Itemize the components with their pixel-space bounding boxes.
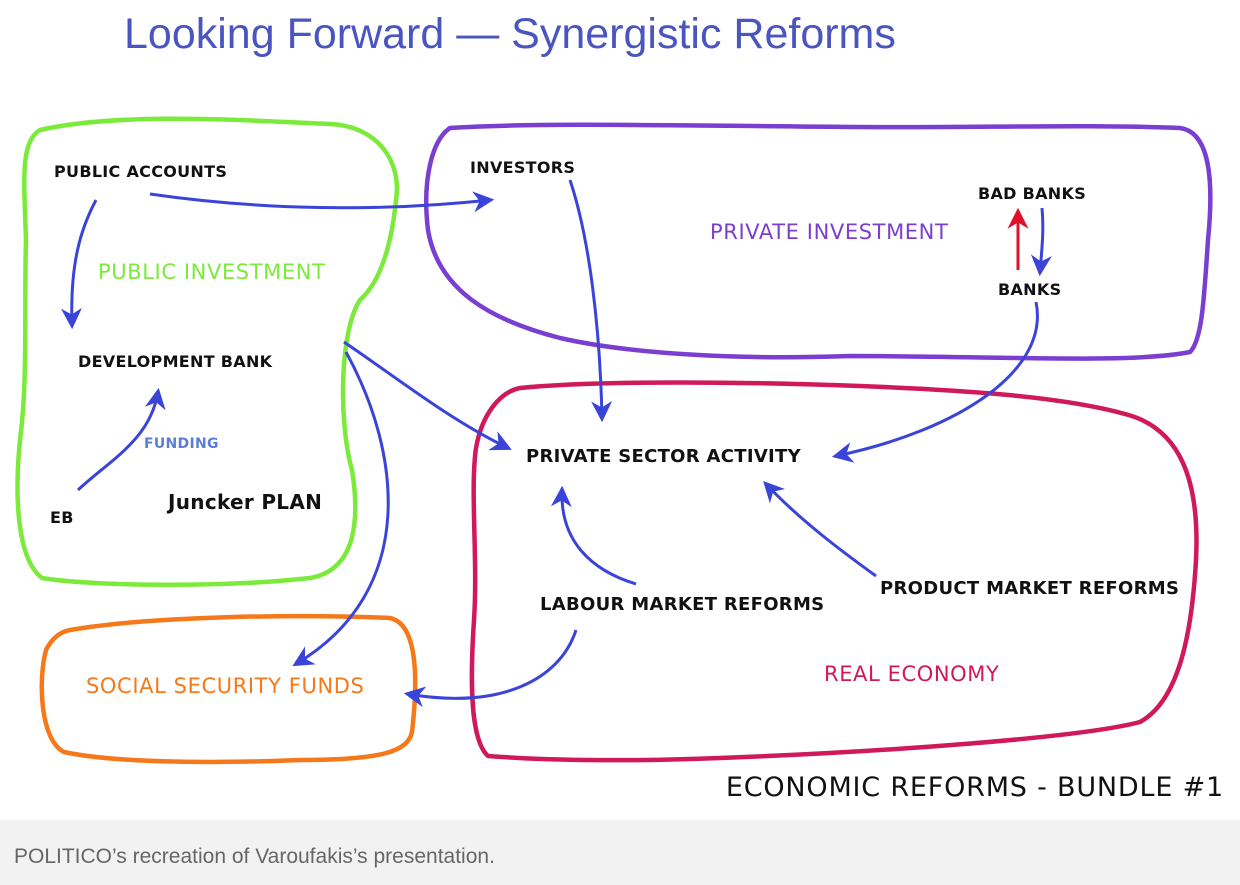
private-investment-label: PRIVATE INVESTMENT [710,220,949,244]
public-investment-region [15,116,400,588]
arrow-bad-banks-to-banks [1030,207,1052,277]
arrow-labour-market-reforms-to-private-sector-activity [550,485,637,586]
diagram-svg [15,116,1213,765]
arrow-investors-to-private-sector-activity [568,179,613,423]
arrow-product-market-reforms-to-private-sector-activity [763,480,877,578]
development-bank-label: DEVELOPMENT BANK [78,352,273,371]
image-caption: POLITICO’s recreation of Varoufakis’s pr… [14,845,495,868]
real-economy-region [469,380,1199,763]
bundle-label: ECONOMIC REFORMS - BUNDLE #1 [725,772,1224,803]
social-security-funds-label: SOCIAL SECURITY FUNDS [86,674,365,698]
funding-label: FUNDING [144,436,219,452]
banks-label: BANKS [998,280,1062,299]
juncker-plan-label: Juncker PLAN [168,490,323,514]
investors-label: INVESTORS [470,158,576,177]
public-investment-label: PUBLIC INVESTMENT [98,260,326,284]
real-economy-label: REAL ECONOMY [824,662,1000,686]
diagram-canvas: Looking Forward — Synergistic Reforms PU… [0,0,1240,820]
arrow-public-accounts-to-investors [149,191,495,213]
page-title: Looking Forward — Synergistic Reforms [124,10,896,58]
arrow-development-bank-to-private-sector-activity [343,340,512,451]
private-investment-region [424,122,1213,361]
social-security-funds-region [39,613,418,765]
arrow-eb-to-development-bank [76,387,166,492]
arrow-labour-market-reforms-to-social-security-funds [403,629,578,708]
public-accounts-label: PUBLIC ACCOUNTS [54,162,228,181]
private-sector-activity-label: PRIVATE SECTOR ACTIVITY [526,446,801,467]
arrow-public-accounts-to-development-bank [60,199,98,330]
eb-label: EB [50,508,74,527]
labour-market-reforms-label: LABOUR MARKET REFORMS [540,594,825,615]
product-market-reforms-label: PRODUCT MARKET REFORMS [880,578,1180,599]
arrow-development-bank-to-social-security-funds [292,351,390,667]
arrow-banks-to-private-sector-activity [831,301,1039,463]
bad-banks-label: BAD BANKS [978,184,1087,203]
